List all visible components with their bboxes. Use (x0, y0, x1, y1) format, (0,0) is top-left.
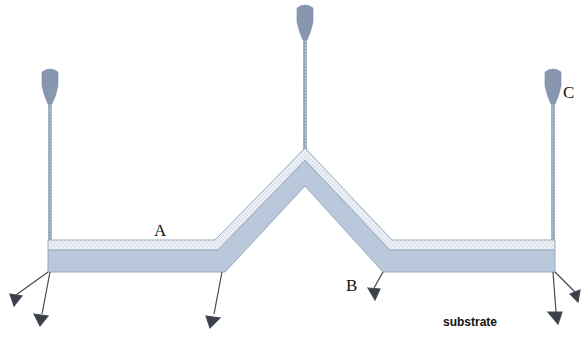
beam-band (48, 160, 555, 272)
part-label: B (346, 277, 357, 294)
stalks (48, 32, 555, 242)
part-label: C (563, 84, 574, 101)
spatulae (10, 272, 580, 328)
beam-strip (48, 148, 555, 250)
stalk-tips (42, 5, 561, 104)
part-label: A (154, 222, 166, 239)
substrate-label: substrate (443, 316, 497, 328)
